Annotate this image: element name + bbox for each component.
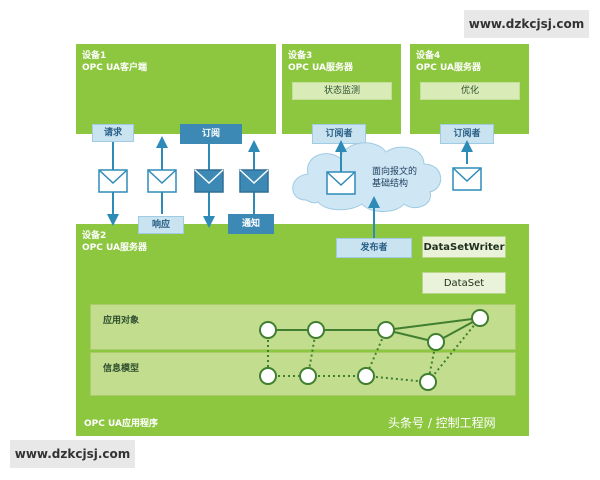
cloud-label: 面向报文的 基础结构 — [372, 167, 418, 189]
device4-title: 设备4 OPC UA服务器 — [416, 51, 481, 73]
device1-title: 设备1 OPC UA客户端 — [82, 51, 147, 73]
status-monitor-box: 状态监测 — [292, 82, 392, 100]
optimize-box: 优化 — [420, 82, 520, 100]
publisher-box: 发布者 — [336, 238, 412, 258]
dataset-box: DataSet — [422, 272, 506, 294]
device4-panel: 设备4 OPC UA服务器 优化 — [410, 44, 529, 134]
app-footer-label: OPC UA应用程序 — [84, 419, 158, 429]
datasetwriter-box: DataSetWriter — [422, 236, 506, 258]
cloud-icon — [292, 142, 441, 212]
envelope-icon — [98, 167, 482, 195]
device3-title: 设备3 OPC UA服务器 — [288, 51, 353, 73]
device1-panel: 设备1 OPC UA客户端 — [76, 44, 276, 134]
watermark-bottom: www.dzkcjsj.com — [10, 440, 135, 468]
node-graph — [259, 309, 489, 391]
subscribe-label: 订阅 — [180, 124, 242, 144]
request-label: 请求 — [92, 124, 134, 142]
app-objects-layer: 应用对象 — [90, 304, 516, 350]
watermark-top: www.dzkcjsj.com — [464, 10, 589, 38]
notify-label: 通知 — [228, 214, 274, 234]
source-credit: 头条号 / 控制工程网 — [388, 416, 496, 430]
response-label: 响应 — [138, 216, 184, 234]
device2-title: 设备2 OPC UA服务器 — [82, 231, 147, 253]
device3-panel: 设备3 OPC UA服务器 状态监测 — [282, 44, 401, 134]
